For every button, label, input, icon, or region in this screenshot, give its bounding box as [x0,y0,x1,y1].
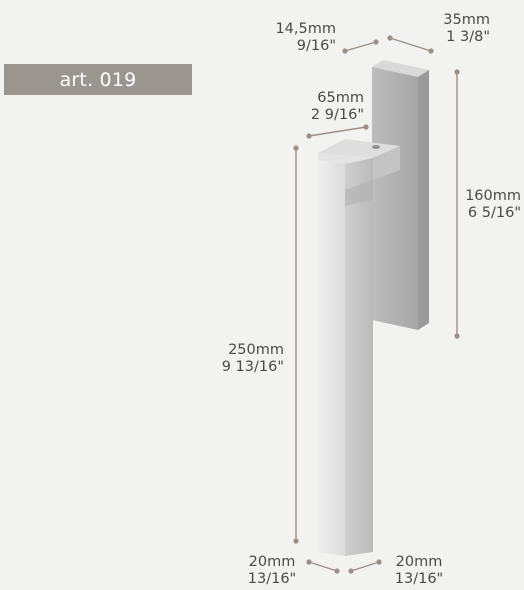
dimline-grip-depth [306,559,340,574]
dimline-grip-width [348,559,382,574]
label-projection-inch: 2 9/16" [310,107,364,123]
label-grip-width: 20mm 13/16" [389,554,449,588]
label-base-width-inch: 1 3/8" [446,29,490,45]
dimline-base-height [454,69,460,339]
dimline-base-depth [342,39,379,54]
dimline-base-width [387,35,434,54]
arm-screw-hole [372,145,380,149]
label-grip-width-mm: 20mm [395,554,443,570]
label-projection: 65mm 2 9/16" [311,90,364,124]
label-base-depth-mm: 14,5mm [275,21,336,37]
handle-grip [318,158,373,556]
label-grip-depth-inch: 13/16" [247,571,297,587]
arm-top [318,139,400,158]
label-grip-width-inch: 13/16" [394,571,444,587]
dimline-base-height-dot-b [454,333,460,339]
label-grip-length-inch: 9 13/16" [221,359,284,375]
label-projection-mm: 65mm [317,90,364,106]
article-badge: art. 019 [4,64,192,95]
dimline-grip-depth-dot-b [334,568,340,574]
dimline-grip-width-dot-b [376,559,382,565]
label-grip-length: 250mm 9 13/16" [222,342,284,376]
dimline-base-depth-dot-b [373,39,379,45]
label-grip-length-mm: 250mm [228,342,284,358]
label-base-height: 160mm 6 5/16" [465,188,521,222]
dimline-grip-length-dot-a [293,145,299,151]
dimline-grip-width-dot-a [348,568,354,574]
grip-shadow [345,180,373,206]
base-plate-side [418,70,429,330]
dimline-projection-dot-b [363,124,369,130]
dimline-base-width-dot-a [387,35,393,41]
label-grip-depth: 20mm 13/16" [242,554,302,588]
label-base-height-inch: 6 5/16" [467,205,521,221]
dimline-grip-depth-dot-a [306,559,312,565]
grip-side [345,158,373,556]
dimline-projection-dot-a [306,133,312,139]
label-base-height-mm: 160mm [465,188,521,204]
grip-front [318,160,345,556]
dimline-base-depth-dot-a [342,48,348,54]
label-base-depth: 14,5mm 9/16" [275,21,336,55]
base-plate-front [372,67,418,330]
dimension-lines [293,35,460,574]
base-plate [372,60,429,330]
dimline-base-width-dot-b [428,48,434,54]
article-label: art. 019 [59,68,137,91]
dimline-projection [306,124,369,139]
base-plate-top [372,60,429,77]
dimline-base-height-dot-a [454,69,460,75]
arm-side [373,146,400,180]
dimline-grip-length-dot-b [293,538,299,544]
label-grip-depth-mm: 20mm [248,554,296,570]
label-base-width: 35mm 1 3/8" [443,12,490,46]
label-base-width-mm: 35mm [443,12,490,28]
dimline-grip-length [293,145,299,544]
label-base-depth-inch: 9/16" [296,38,336,54]
